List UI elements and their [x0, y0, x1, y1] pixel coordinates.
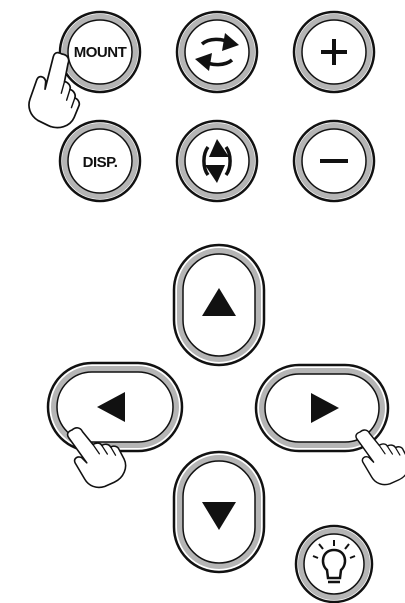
mount-button[interactable]: MOUNT — [60, 12, 140, 92]
zoom-in-button[interactable] — [294, 12, 374, 92]
mount-button-label: MOUNT — [74, 44, 127, 61]
vertical-rotate-button[interactable] — [177, 121, 257, 201]
minus-icon — [320, 159, 348, 163]
disp-button-label: DISP. — [83, 154, 118, 171]
down-button[interactable] — [174, 452, 264, 572]
up-button[interactable] — [174, 245, 264, 365]
disp-button[interactable]: DISP. — [60, 121, 140, 201]
horizontal-rotate-button[interactable] — [177, 12, 257, 92]
zoom-out-button[interactable] — [294, 121, 374, 201]
light-button[interactable] — [296, 526, 372, 602]
